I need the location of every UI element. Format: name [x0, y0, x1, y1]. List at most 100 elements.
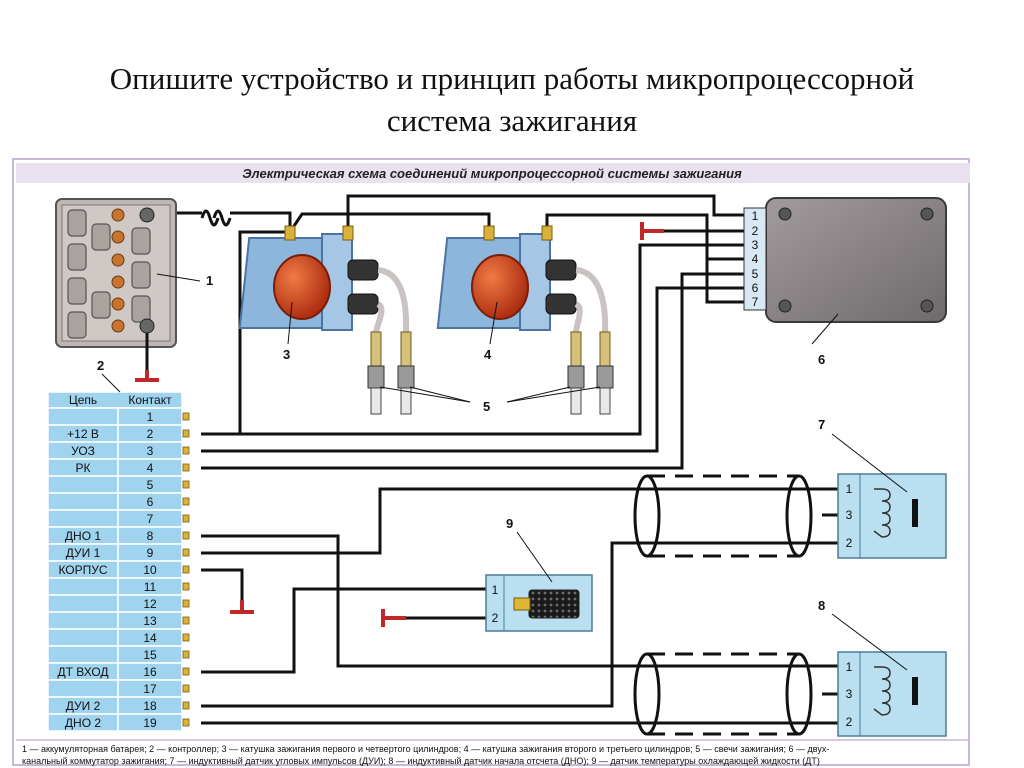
- table-cell-contact: 5: [147, 478, 154, 492]
- inductive-sensor-7: [837, 473, 947, 559]
- commutator-pin-label: 6: [752, 281, 759, 295]
- commutator-pin-label: 2: [752, 224, 759, 238]
- ground-symbol-controller: [230, 600, 254, 614]
- controller-pin: [182, 531, 190, 540]
- ignition-coil-4: [436, 225, 577, 331]
- controller-pin: [182, 429, 190, 438]
- table-cell-contact: 15: [143, 648, 157, 662]
- callout-4: 4: [484, 347, 492, 362]
- commutator-pins: 1 2 3 4 5 6 7: [752, 209, 759, 309]
- wire-comm7: [705, 259, 744, 304]
- table-cell-contact: 16: [143, 665, 157, 679]
- table-cell: [47, 577, 119, 596]
- wire-c4-comm6: [201, 272, 744, 470]
- table-cell: [47, 492, 119, 511]
- controller-pin: [182, 514, 190, 523]
- wire-break-mark-2: [212, 209, 232, 227]
- slide-title-line-1: Опишите устройство и принцип работы микр…: [109, 61, 915, 96]
- wire-c10-ground: [201, 568, 244, 606]
- sensor8-pin-label: 1: [846, 660, 853, 674]
- legend-line-2: канальный коммутатор зажигания; 7 — инду…: [22, 756, 820, 766]
- diagram-header-band: [16, 163, 970, 183]
- shielded-cable-7: [633, 474, 813, 558]
- spark-plug: [596, 331, 614, 415]
- wire-c8-sensor8: [201, 534, 838, 668]
- sensor8-pin-label: 2: [846, 715, 853, 729]
- controller-pin: [182, 633, 190, 642]
- callouts: [101, 273, 908, 671]
- ignition-commutator: [765, 197, 947, 323]
- controller-pin: [182, 463, 190, 472]
- controller-pin: [182, 480, 190, 489]
- wire-coil4-comm4: [545, 213, 744, 261]
- table-cell-circuit: ДТ ВХОД: [57, 665, 108, 679]
- table-cell-contact: 7: [147, 512, 154, 526]
- table-cell-contact: 10: [143, 563, 157, 577]
- column-header-contact: Контакт: [128, 393, 172, 407]
- table-cell: [47, 611, 119, 630]
- table-cell: [47, 628, 119, 647]
- table-cell: [47, 679, 119, 698]
- wiring-diagram-poster: Электрическая схема соединений микропроц…: [12, 158, 970, 766]
- diagram-header: Электрическая схема соединений микропроц…: [242, 166, 742, 181]
- table-cell-contact: 1: [147, 410, 154, 424]
- controller-pin: [182, 667, 190, 676]
- commutator-pin-block: [743, 207, 767, 311]
- table-cell-contact: 9: [147, 546, 154, 560]
- table-cell-contact: 4: [147, 461, 154, 475]
- sensor7-pin-label: 1: [846, 482, 853, 496]
- callout-1: 1: [206, 273, 213, 288]
- temperature-sensor: [485, 574, 593, 632]
- wire-c9-sensor7: [201, 487, 838, 555]
- wire-break-mark: [200, 209, 220, 227]
- sensor9-pins: 1 2: [492, 583, 499, 625]
- table-cell: [47, 475, 119, 494]
- table-cell: [117, 713, 183, 732]
- commutator-pin-label: 4: [752, 252, 759, 266]
- callout-8: 8: [818, 598, 825, 613]
- sensor7-pin-label: 3: [846, 508, 853, 522]
- table-cell-circuit: УОЗ: [71, 444, 95, 458]
- spark-plug: [367, 331, 385, 415]
- table-cell-contact: 13: [143, 614, 157, 628]
- slide-title-line-2: система зажигания: [386, 103, 638, 138]
- table-cell-circuit: ДУИ 2: [66, 699, 101, 713]
- callout-numbers: 1 2 3 4 5 6 7 8 9: [97, 273, 825, 613]
- table-cell: [47, 645, 119, 664]
- spark-plug: [397, 331, 415, 415]
- callout-5: 5: [483, 399, 490, 414]
- table-cell-contact: 17: [143, 682, 157, 696]
- table-cell-circuit: ДНО 2: [65, 716, 101, 730]
- commutator-pin-label: 5: [752, 267, 759, 281]
- table-cell: [47, 407, 119, 426]
- table-cell-contact: 3: [147, 444, 154, 458]
- sensor7-pins: 1 3 2: [846, 482, 853, 550]
- ground-symbol-battery: [135, 370, 159, 382]
- column-header-circuit: Цепь: [69, 393, 97, 407]
- controller-pin: [182, 565, 190, 574]
- table-cell-circuit: РК: [76, 461, 91, 475]
- wire-c18-sensor7: [201, 541, 838, 708]
- callout-7: 7: [818, 417, 825, 432]
- slide-title: Опишите устройство и принцип работы микр…: [0, 58, 1024, 142]
- controller-pin: [182, 701, 190, 710]
- sensor8-pins: 1 3 2: [846, 660, 853, 729]
- table-cell-contact: 2: [147, 427, 154, 441]
- table-cell-contact: 18: [143, 699, 157, 713]
- wire-c2-coil3: [201, 230, 290, 436]
- legend-line-1: 1 — аккумуляторная батарея; 2 — контролл…: [22, 744, 829, 754]
- table-cell-contact: 8: [147, 529, 154, 543]
- ground-symbol-sensor9: [381, 609, 406, 627]
- ground-symbol-commutator: [640, 222, 664, 240]
- controller-pin: [182, 412, 190, 421]
- controller-pin: [182, 582, 190, 591]
- table-cell-contact: 12: [143, 597, 157, 611]
- wire-c16-sensor9: [201, 587, 486, 674]
- table-cell-contact: 19: [143, 716, 157, 730]
- ignition-coil-3: [238, 225, 379, 331]
- table-cell-circuit: ДУИ 1: [66, 546, 101, 560]
- commutator-pin-label: 3: [752, 238, 759, 252]
- table-cell-circuit: ДНО 1: [65, 529, 101, 543]
- commutator-pin-label: 1: [752, 209, 759, 223]
